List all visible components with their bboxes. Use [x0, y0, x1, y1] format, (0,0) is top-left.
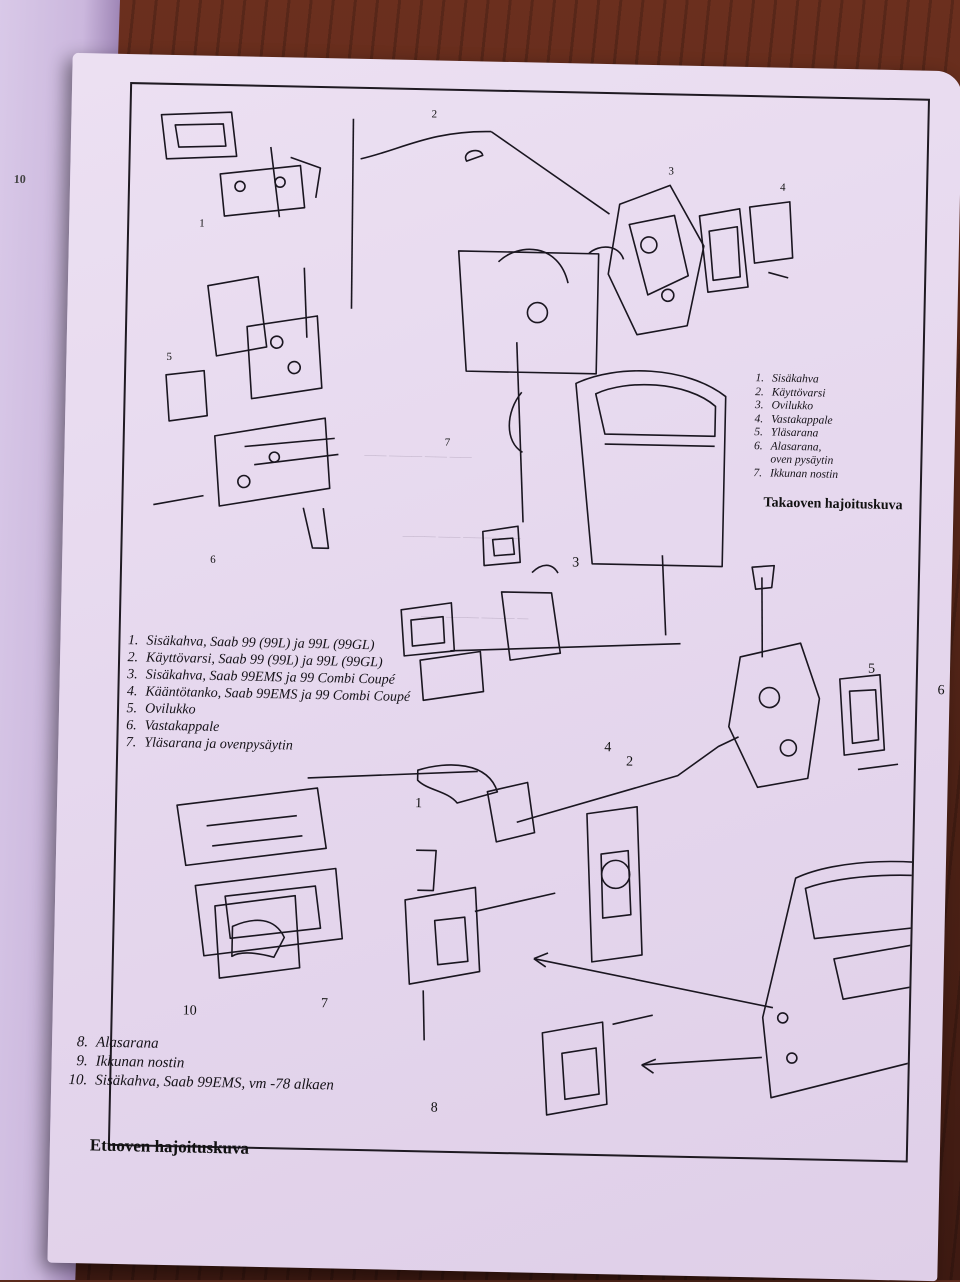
front-callout: 1 — [414, 796, 423, 812]
front-callout: 5 — [867, 661, 876, 677]
front-inner-handle — [416, 764, 536, 843]
manual-page: —— ——— —— —— ——— —— ——— —— —— ——— ——— — — [47, 52, 960, 1282]
rear-door-legend: 1.Sisäkahva 2.Käyttövarsi 3.Ovilukko 4.V… — [736, 372, 908, 484]
front-upper-hinge — [404, 849, 556, 1041]
front-callout: 10 — [182, 1003, 197, 1019]
rear-callout: 6 — [210, 553, 216, 566]
front-pivot-rod — [450, 555, 681, 661]
rear-callout: 7 — [444, 436, 451, 449]
rear-operating-rod — [350, 118, 610, 309]
rear-door-title: Takaoven hajoituskuva — [763, 495, 903, 514]
front-lower-hinge — [541, 1014, 653, 1116]
rear-callout: 2 — [431, 108, 438, 121]
front-striker-plate — [839, 674, 899, 771]
front-callout: 8 — [430, 1100, 438, 1116]
front-door-shell — [761, 860, 928, 1099]
rear-lower-hinge — [153, 369, 339, 550]
left-page-fragment: 10 — [13, 172, 26, 186]
diagram-frame: —— ——— —— —— ——— —— ——— —— —— ——— ——— — — [68, 82, 945, 1163]
front-door-lock — [727, 564, 821, 789]
front-callout: 4 — [604, 740, 612, 756]
front-operating-rod — [516, 736, 739, 963]
rear-callout: 3 — [668, 165, 675, 178]
rear-door-shell — [575, 370, 727, 568]
front-callout: 6 — [937, 683, 945, 699]
rear-striker-plate — [698, 201, 794, 293]
front-callout: 3 — [572, 555, 580, 571]
rear-upper-hinge — [207, 267, 323, 400]
rear-door-lock — [588, 184, 705, 336]
front-upper-linkage — [176, 770, 478, 957]
front-handle-ems — [482, 525, 521, 567]
rear-callout: 5 — [166, 350, 173, 363]
rear-upper-bracket — [219, 146, 322, 218]
front-door-legend-continued: 8.Alasarana 9.Ikkunan nostin 10.Sisäkahv… — [61, 1033, 422, 1098]
front-callout: 2 — [625, 754, 634, 770]
assembly-arrows — [533, 952, 774, 1074]
rear-window-regulator — [457, 248, 600, 523]
front-callout: 7 — [320, 996, 329, 1012]
front-door-legend: 1.Sisäkahva, Saab 99 (99L) ja 99L (99GL)… — [110, 632, 492, 759]
front-handle-10 — [214, 894, 301, 979]
front-door-title: Etuoven hajoituskuva — [89, 1135, 250, 1158]
rear-callout: 4 — [779, 181, 786, 194]
exploded-view-drawing — [153, 111, 928, 1116]
rear-callout: 1 — [199, 217, 205, 230]
rear-inner-handle — [160, 111, 238, 160]
